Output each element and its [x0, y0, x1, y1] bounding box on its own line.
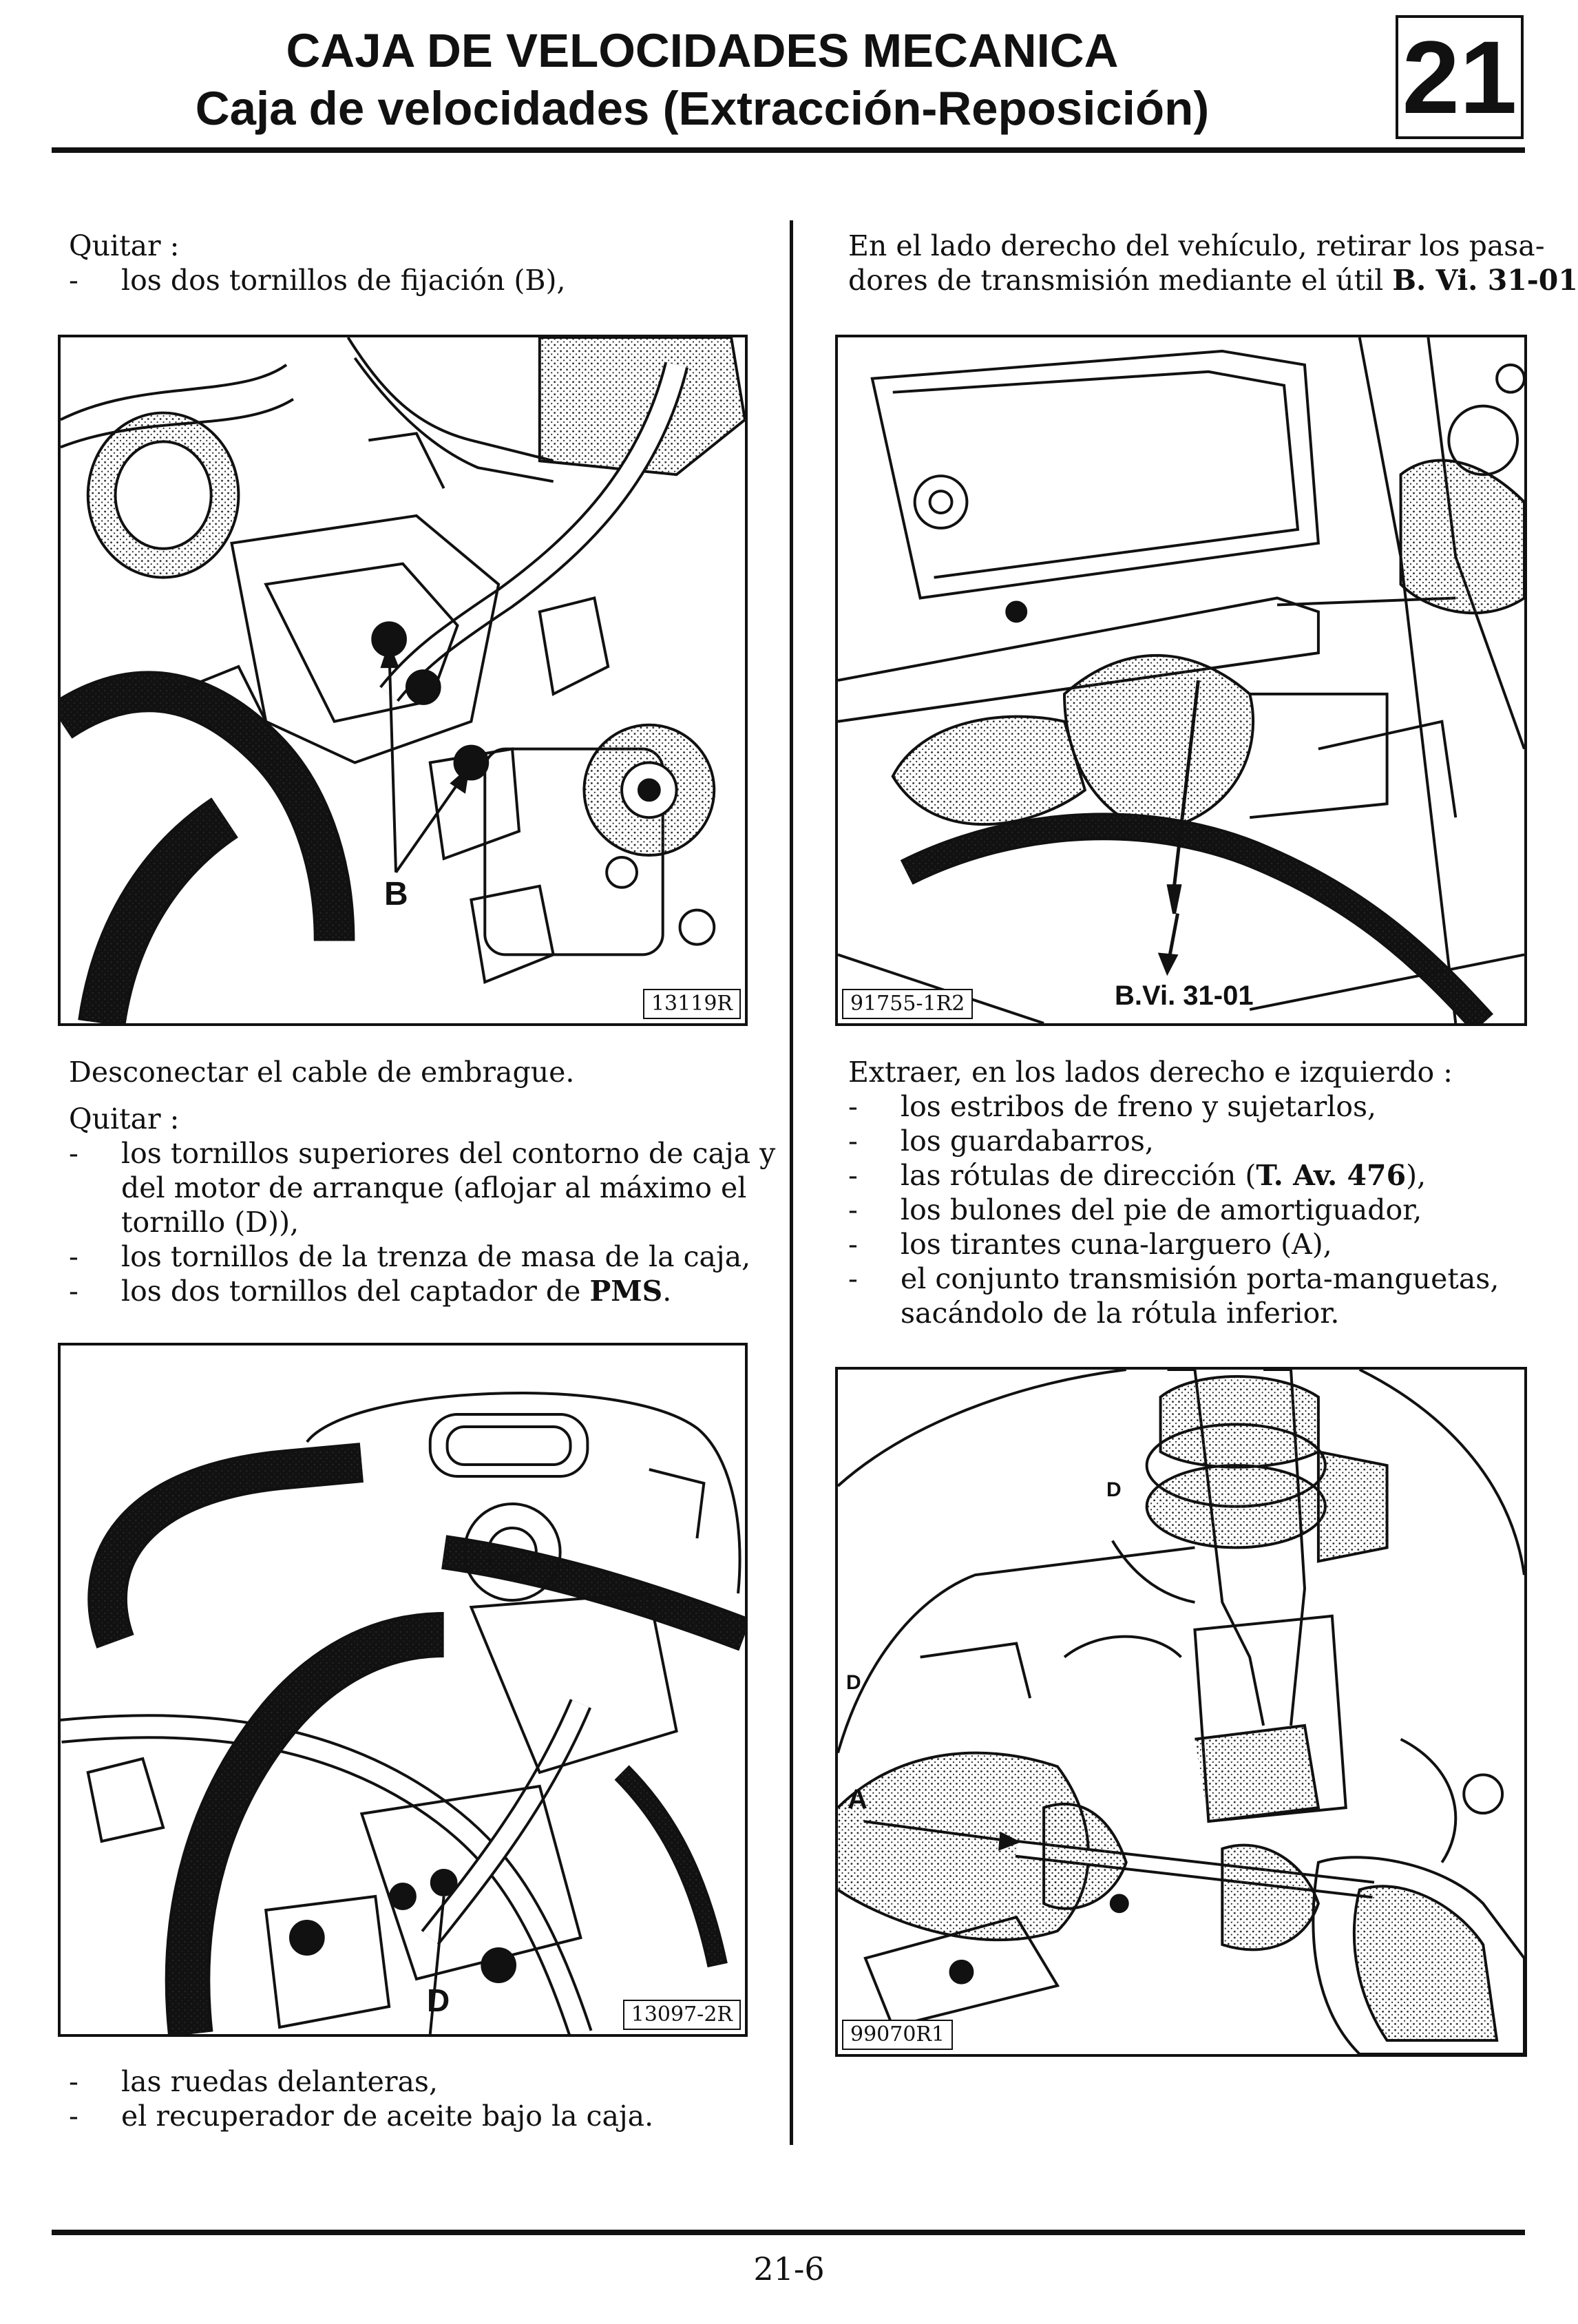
header-rule: [52, 147, 1525, 153]
list-item: - el conjunto transmisión porta-mangueta…: [848, 1262, 1500, 1330]
instruction-intro: Quitar :: [69, 1102, 180, 1135]
footer-rule: [52, 2230, 1525, 2235]
instruction-line: En el lado derecho del vehículo, retirar…: [848, 229, 1545, 262]
figure-99070R1: A D D 99070R1: [835, 1367, 1527, 2057]
figure-reference: 13119R: [642, 989, 741, 1019]
figure-13119R: B 13119R: [58, 335, 748, 1026]
instruction-line: Desconectar el cable de embrague.: [69, 1056, 575, 1089]
header-subtitle: Caja de velocidades (Extracción-Reposici…: [195, 82, 1210, 135]
figure-reference: 99070R1: [842, 2020, 954, 2050]
instruction-line: dores de transmisión mediante el útil B.…: [848, 264, 1578, 297]
figure-91755-1R2: B.Vi. 31-01 91755-1R2: [835, 335, 1527, 1026]
instruction-intro: Extraer, en los lados derecho e izquierd…: [848, 1056, 1453, 1089]
left-text-block-1: Quitar : - los dos tornillos de fijación…: [69, 229, 757, 297]
header-title: CAJA DE VELOCIDADES MECANICA: [286, 24, 1119, 77]
list-item: - los tirantes cuna-larguero (A),: [848, 1228, 1332, 1261]
list-item: - las rótulas de dirección (T. Av. 476),: [848, 1159, 1427, 1192]
callout-label: D: [484, 1949, 505, 1982]
instruction-intro: Quitar :: [69, 229, 180, 262]
list-item: - los dos tornillos de fijación (B),: [69, 264, 566, 297]
list-item: - los tornillos superiores del contorno …: [69, 1137, 776, 1239]
list-item: - los dos tornillos del captador de PMS.: [69, 1275, 672, 1308]
suspension-hub-illustration: [838, 1370, 1524, 2054]
callout-label: B.Vi. 31-01: [1115, 981, 1254, 1011]
callout-label: D: [846, 1671, 861, 1694]
callout-label: D: [1106, 1478, 1122, 1501]
list-item: - los bulones del pie de amortiguador,: [848, 1193, 1422, 1226]
engine-illustration-fixing-bolts: [61, 337, 745, 1023]
figure-reference: 91755-1R2: [842, 989, 974, 1019]
engine-illustration-upper-bolts: [61, 1392, 745, 2034]
left-text-block-3: - las ruedas delanteras, - el recuperado…: [69, 2064, 757, 2133]
figure-13097-2R: D D 13097-2R: [58, 1343, 748, 2037]
column-divider: [790, 220, 793, 2145]
callout-label: A: [848, 1784, 867, 1814]
list-item: - los guardabarros,: [848, 1124, 1154, 1158]
callout-label: D: [427, 1982, 450, 2018]
right-text-block-2: Extraer, en los lados derecho e izquierd…: [848, 1055, 1537, 1330]
list-item: - el recuperador de aceite bajo la caja.: [69, 2100, 654, 2133]
right-text-block-1: En el lado derecho del vehículo, retirar…: [848, 229, 1578, 297]
page-number: 21-6: [753, 2250, 825, 2288]
transmission-pin-removal-illustration: [838, 337, 1524, 1023]
list-item: - los estribos de freno y sujetarlos,: [848, 1090, 1377, 1123]
list-item: - las ruedas delanteras,: [69, 2065, 438, 2098]
left-text-block-2: Desconectar el cable de embrague. Quitar…: [69, 1055, 776, 1308]
figure-reference: 13097-2R: [622, 2000, 741, 2030]
callout-label: B: [384, 876, 408, 912]
chapter-number-box: 21: [1396, 15, 1524, 139]
list-item: - los tornillos de la trenza de masa de …: [69, 1240, 751, 1273]
